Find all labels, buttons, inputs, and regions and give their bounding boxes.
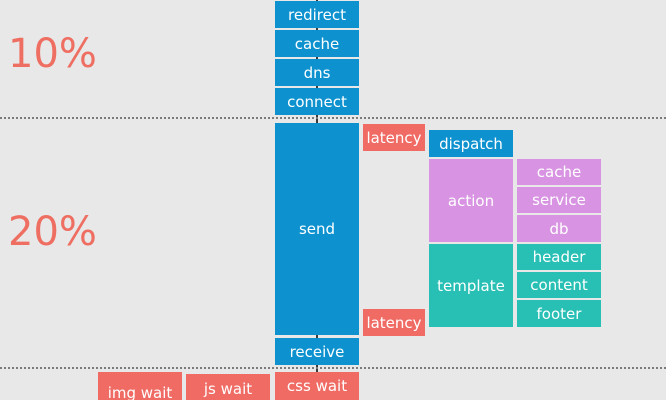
stage-connect: connect: [275, 88, 359, 115]
template-footer: footer: [517, 300, 601, 327]
stage-send: send: [275, 123, 359, 335]
action-service: service: [517, 187, 601, 213]
stage-dns: dns: [275, 59, 359, 86]
wait-js: js wait: [186, 374, 270, 400]
action-cache: cache: [517, 159, 601, 185]
server-dispatch: dispatch: [429, 130, 513, 157]
server-action: action: [429, 159, 513, 242]
wait-img: img wait: [98, 372, 182, 400]
action-db: db: [517, 215, 601, 242]
wait-css: css wait: [275, 372, 359, 400]
stage-cache: cache: [275, 30, 359, 57]
latency-bottom: latency: [363, 309, 425, 336]
latency-top: latency: [363, 124, 425, 151]
stage-redirect: redirect: [275, 1, 359, 28]
template-header: header: [517, 244, 601, 270]
server-template: template: [429, 244, 513, 327]
percent-label-top: 10%: [8, 31, 97, 77]
percent-label-middle: 20%: [8, 209, 97, 255]
separator-bottom: [0, 367, 666, 369]
separator-top: [0, 117, 666, 119]
template-content: content: [517, 272, 601, 298]
stage-receive: receive: [275, 338, 359, 365]
